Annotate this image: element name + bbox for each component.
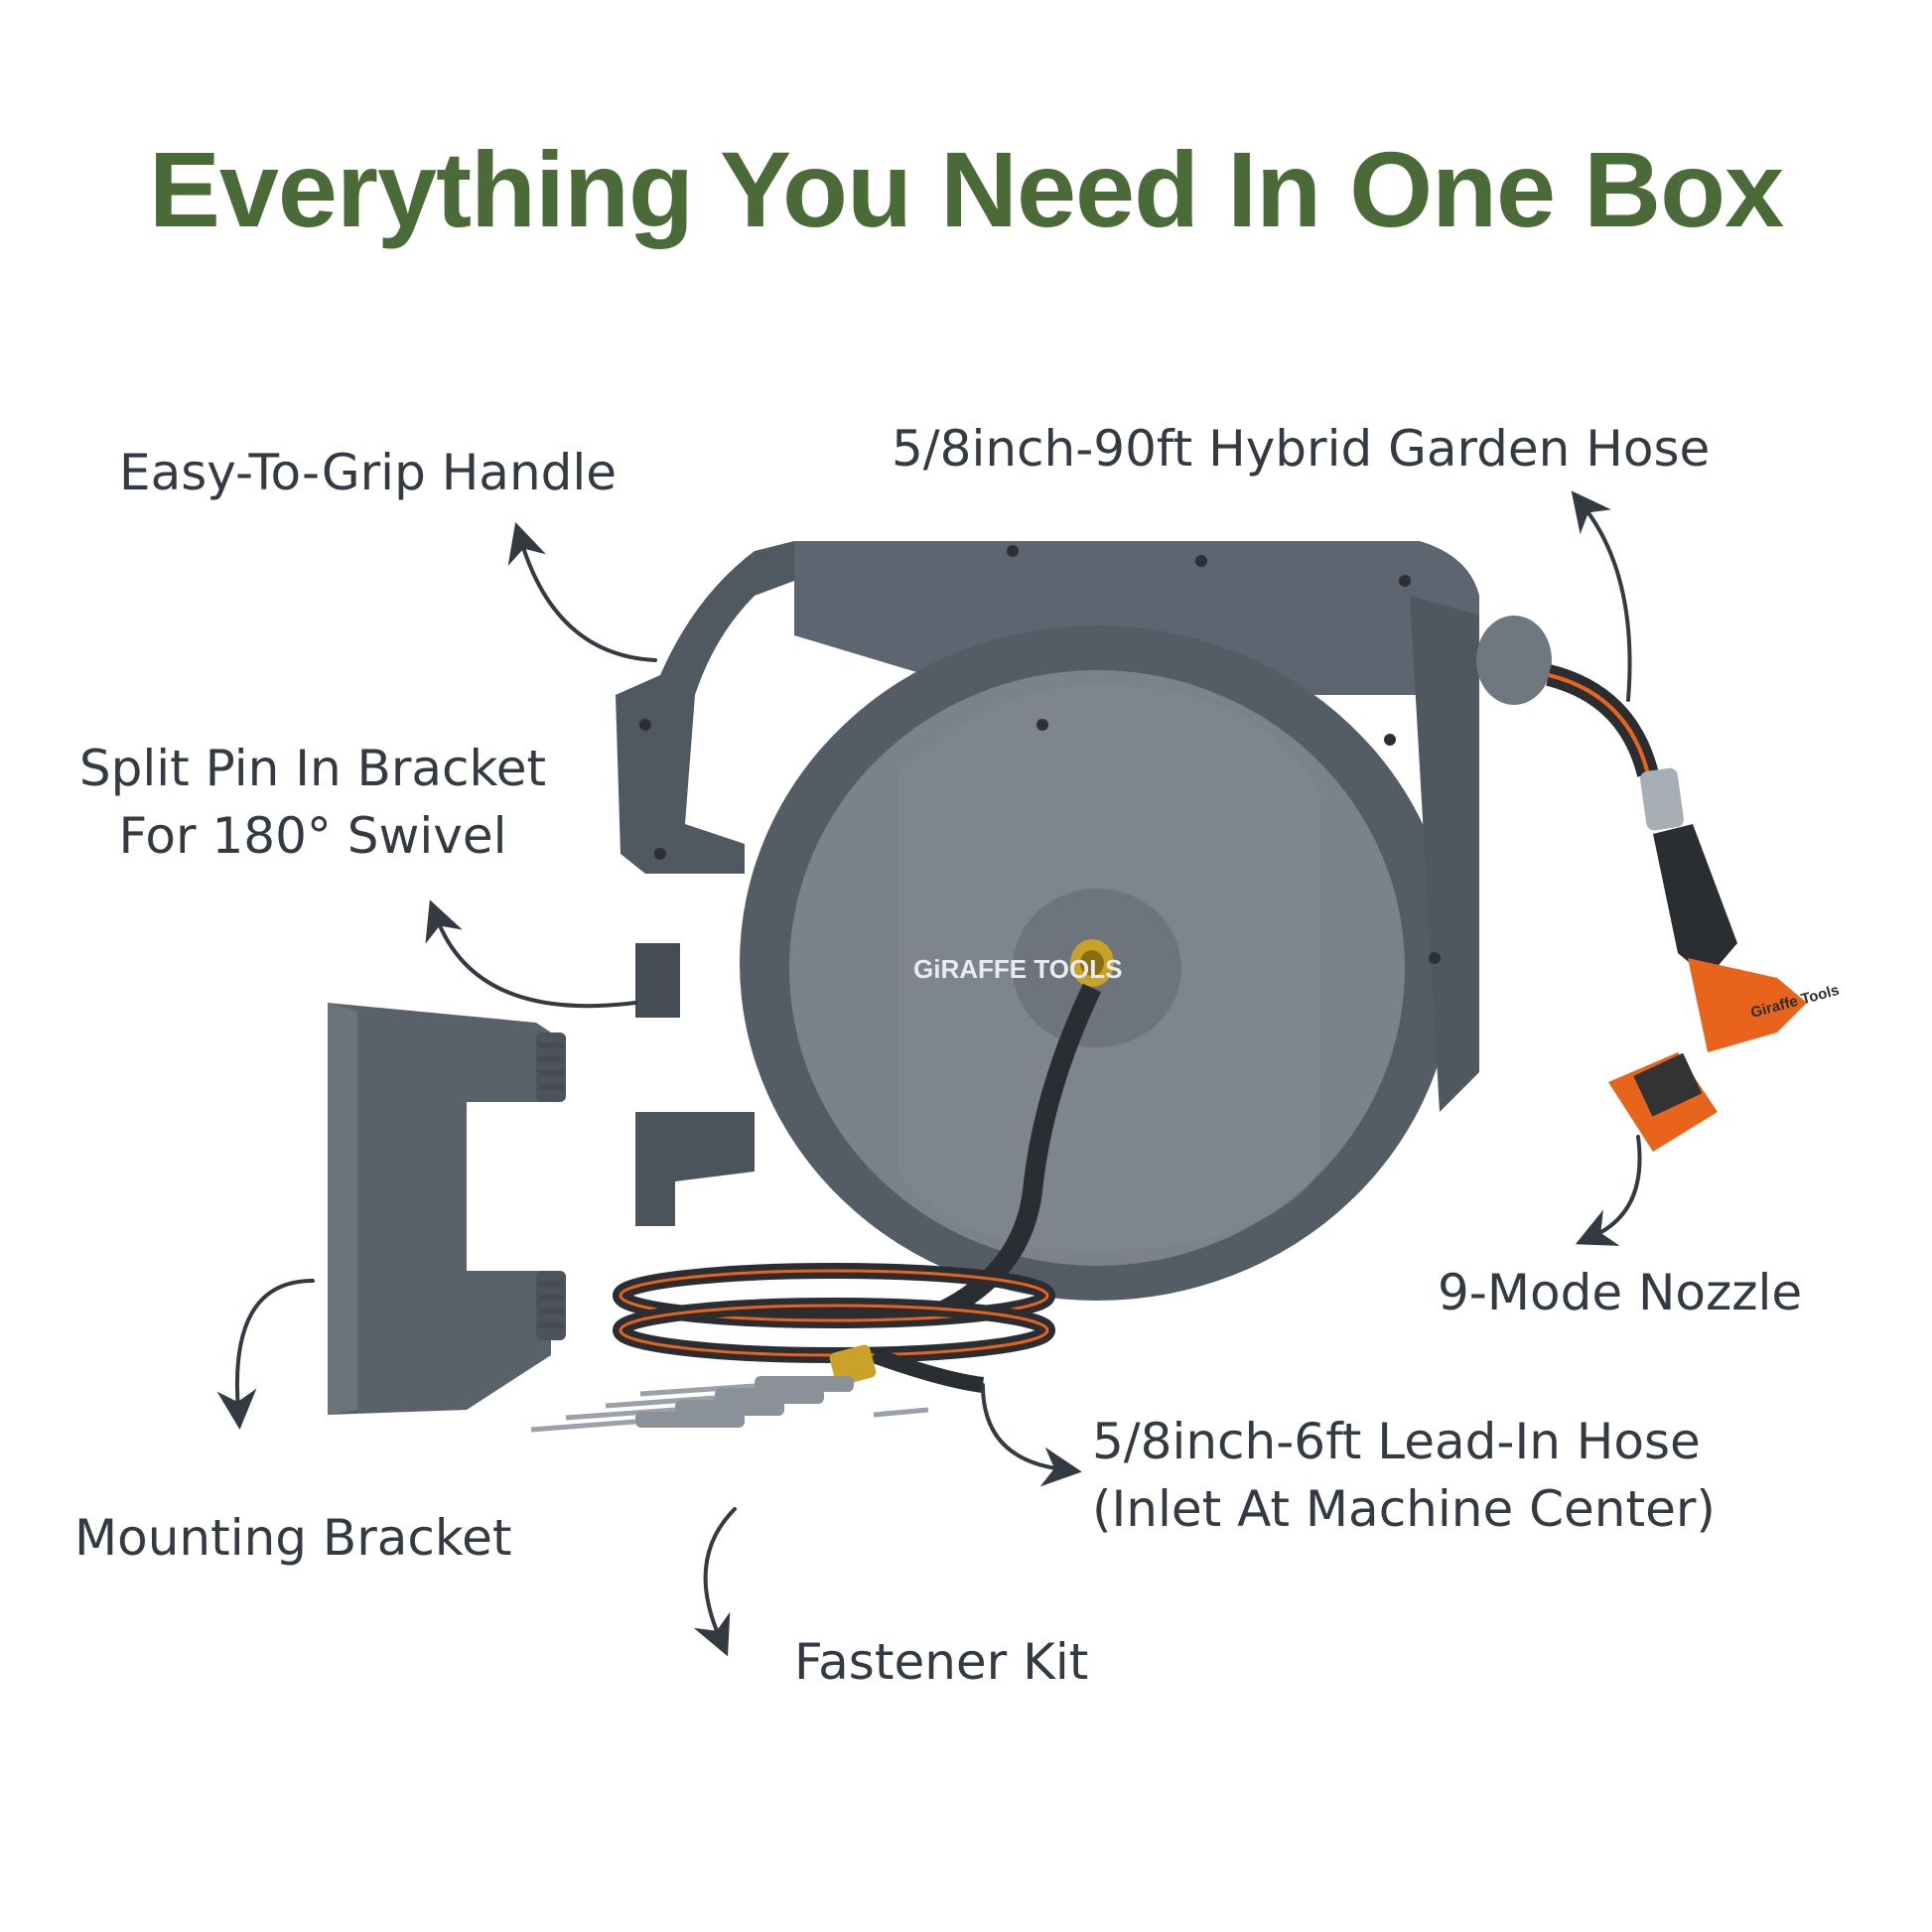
fastener-kit-image bbox=[530, 1376, 929, 1433]
label-lead-in-line1: 5/8inch-6ft Lead-In Hose bbox=[1092, 1413, 1701, 1470]
arrow-handle bbox=[507, 521, 657, 662]
label-garden-hose: 5/8inch-90ft Hybrid Garden Hose bbox=[892, 420, 1711, 478]
label-handle: Easy-To-Grip Handle bbox=[119, 444, 618, 501]
garden-hose-image: Giraffe Tools bbox=[1476, 616, 1841, 1152]
arrow-bracket bbox=[216, 1279, 315, 1430]
lead-in-hose-image bbox=[613, 983, 1102, 1393]
arrow-lead-in-hose bbox=[981, 1383, 1082, 1487]
label-nozzle: 9-Mode Nozzle bbox=[1438, 1264, 1803, 1321]
label-lead-in-line2: (Inlet At Machine Center) bbox=[1092, 1480, 1716, 1538]
label-split-pin-line2: For 180° Swivel bbox=[118, 807, 507, 865]
label-fastener: Fastener Kit bbox=[794, 1633, 1089, 1691]
mounting-bracket-image bbox=[328, 1003, 566, 1415]
label-lead-in-hose: 5/8inch-6ft Lead-In Hose (Inlet At Machi… bbox=[1092, 1408, 1716, 1543]
label-split-pin-line1: Split Pin In Bracket bbox=[78, 740, 547, 797]
page-title: Everything You Need In One Box bbox=[148, 129, 1784, 249]
arrow-fastener bbox=[693, 1507, 737, 1657]
callout-arrows bbox=[216, 490, 1642, 1657]
arrow-nozzle bbox=[1575, 1135, 1642, 1246]
label-bracket: Mounting Bracket bbox=[74, 1509, 512, 1567]
arrow-split-pin bbox=[425, 899, 637, 1009]
brand-mark: GiRAFFE TOOLS bbox=[913, 954, 1122, 984]
arrow-garden-hose bbox=[1571, 490, 1632, 702]
hose-reel-image bbox=[616, 541, 1479, 1301]
label-split-pin: Split Pin In Bracket For 180° Swivel bbox=[60, 735, 566, 870]
